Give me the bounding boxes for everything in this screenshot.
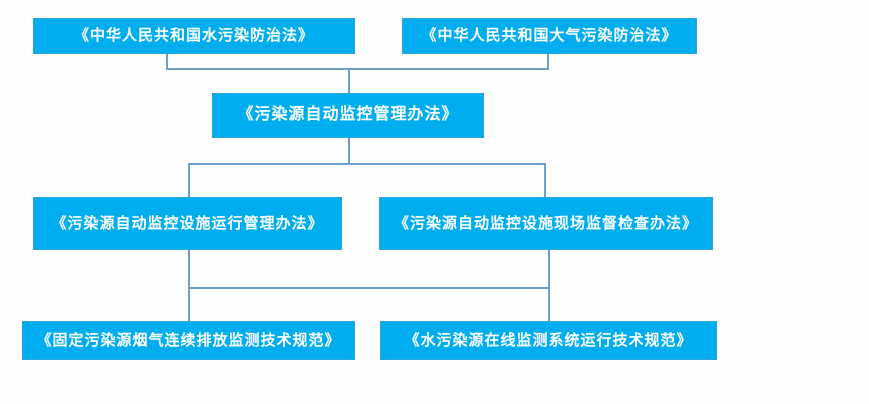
node-flue-gas-cems-standard: 《固定污染源烟气连续排放监测技术规范》 <box>22 321 355 360</box>
node-water-online-monitoring-standard: 《水污染源在线监测系统运行技术规范》 <box>380 321 717 360</box>
node-facility-operation-measures: 《污染源自动监控设施运行管理办法》 <box>33 197 342 250</box>
connector-inspection-down <box>548 250 550 322</box>
connector-to-inspection-measures <box>544 163 546 198</box>
node-auto-monitoring-measures: 《污染源自动监控管理办法》 <box>212 93 484 138</box>
node-water-pollution-law: 《中华人民共和国水污染防治法》 <box>33 18 355 54</box>
node-onsite-inspection-measures: 《污染源自动监控设施现场监督检查办法》 <box>379 197 713 250</box>
connector-water-law-down <box>166 53 168 70</box>
connector-to-operation-measures <box>188 163 190 198</box>
connector-operation-down <box>188 250 190 322</box>
node-air-pollution-law: 《中华人民共和国大气污染防治法》 <box>402 18 697 54</box>
connector-top-horizontal <box>166 68 549 70</box>
connector-bottom-horizontal <box>188 287 550 289</box>
connector-middle-horizontal <box>188 163 546 165</box>
connector-air-law-down <box>547 53 549 70</box>
connector-to-measures <box>348 68 350 94</box>
connector-measures-down <box>348 138 350 165</box>
